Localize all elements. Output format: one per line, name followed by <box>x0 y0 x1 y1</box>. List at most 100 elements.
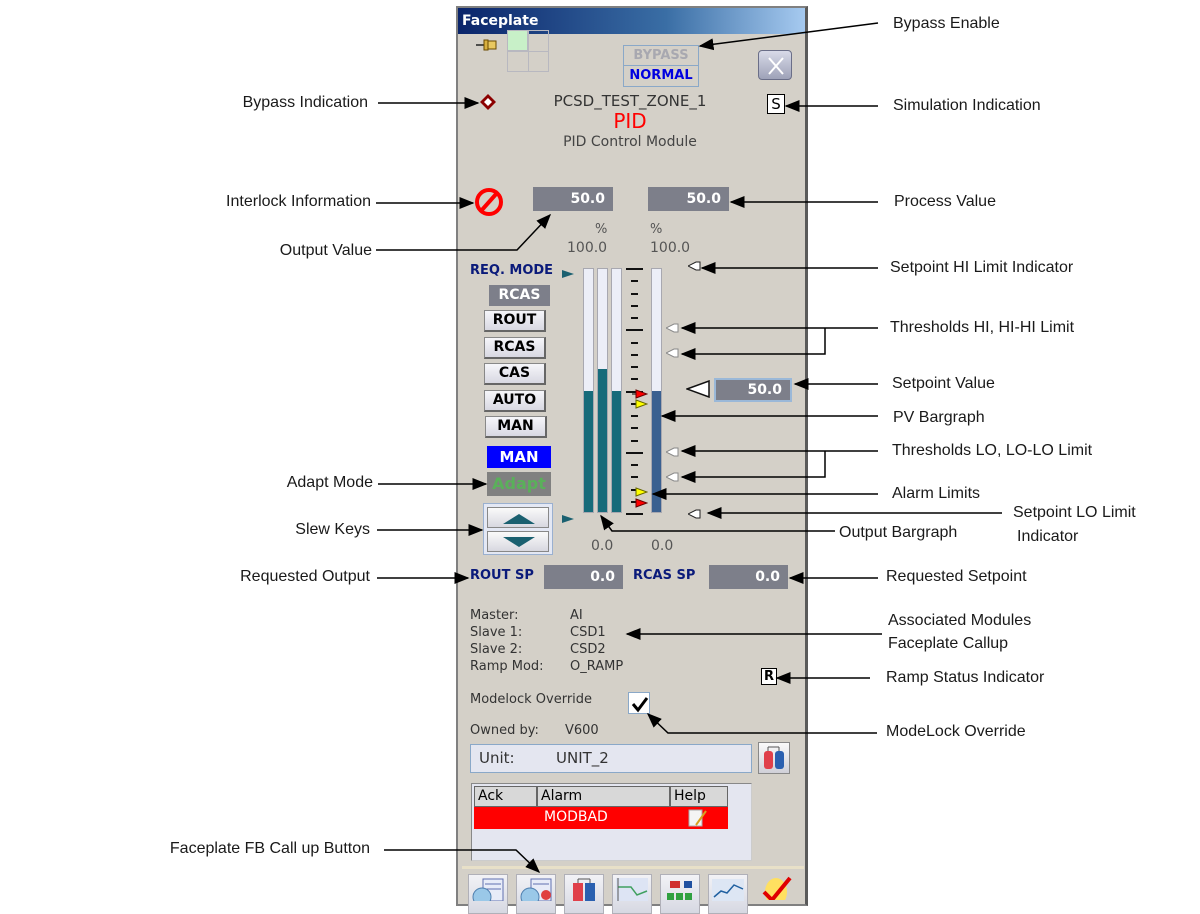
ack-alarm-icon <box>762 876 792 906</box>
callout-adapt-mode: Adapt Mode <box>286 474 373 491</box>
info-label: Master: <box>470 608 519 623</box>
rout-sp-label: ROUT SP <box>470 568 534 583</box>
slew-down-button[interactable] <box>487 531 549 552</box>
scale-tick <box>631 378 638 381</box>
unit-value: UNIT_2 <box>556 749 609 767</box>
rcas-sp-value[interactable]: 0.0 <box>709 565 788 589</box>
chart-button[interactable] <box>708 874 748 914</box>
mode-button-man[interactable]: MAN <box>485 416 547 438</box>
callout-assoc-modules-1: Associated Modules <box>888 612 1032 629</box>
callout-assoc-modules-2: Faceplate Callup <box>888 635 1009 652</box>
slew-up-button[interactable] <box>487 507 549 528</box>
output-bar <box>583 268 594 513</box>
info-label: Slave 2: <box>470 642 523 657</box>
simulation-indicator: S <box>767 94 785 114</box>
unit-faceplate-button[interactable] <box>758 742 790 774</box>
req-mode-value: RCAS <box>489 285 550 306</box>
output-bar <box>597 268 608 513</box>
callout-pv-bargraph: PV Bargraph <box>893 409 985 426</box>
scale-tick <box>631 415 638 417</box>
scale-tick <box>631 317 638 319</box>
modelock-checkbox[interactable] <box>628 692 650 714</box>
callout-alarm-limits: Alarm Limits <box>892 485 981 502</box>
threshold-hihi-icon <box>664 348 680 361</box>
interlock-icon[interactable] <box>473 186 505 218</box>
adapt-mode-indicator: Adapt <box>487 472 551 496</box>
pin-icon[interactable] <box>476 38 498 52</box>
chart-icon <box>712 879 744 901</box>
callout-modelock-override: ModeLock Override <box>886 723 1026 740</box>
bypass-label: BYPASS <box>624 46 698 66</box>
alarm-row[interactable]: MODBAD <box>474 807 728 829</box>
close-button[interactable] <box>758 50 792 80</box>
faceplate-fb-icon <box>520 878 552 907</box>
setpoint-pointer-icon <box>684 379 710 403</box>
trend-icon <box>616 878 648 901</box>
rout-sp-value[interactable]: 0.0 <box>544 565 623 589</box>
mode-button-rcas[interactable]: RCAS <box>484 336 546 359</box>
scale-tick <box>626 268 643 270</box>
unit-box: Unit: UNIT_2 <box>470 744 752 773</box>
checkmark-icon <box>631 697 649 713</box>
alarm-lo-flag-icon <box>632 484 649 502</box>
threshold-lo-icon <box>664 447 680 460</box>
slew-keys <box>483 503 553 555</box>
info-value[interactable]: AI <box>570 608 583 623</box>
scale-tick <box>626 329 643 332</box>
unit-tanks-icon <box>764 746 784 769</box>
alarm-lo-flag-icon <box>632 396 649 414</box>
detail-button[interactable] <box>468 874 508 914</box>
callout-slew-keys: Slew Keys <box>295 521 370 538</box>
callout-process-value: Process Value <box>894 193 996 210</box>
bypass-enable-button[interactable]: BYPASS NORMAL <box>623 45 699 87</box>
info-value[interactable]: O_RAMP <box>570 659 624 674</box>
info-value[interactable]: CSD2 <box>570 642 606 657</box>
ack-alarm-button[interactable] <box>758 874 798 906</box>
rcas-sp-label: RCAS SP <box>633 568 696 583</box>
threshold-hi-icon <box>664 323 680 336</box>
scale-tick <box>631 500 638 503</box>
callout-setpoint-value: Setpoint Value <box>892 375 995 392</box>
triangle-down-icon <box>503 537 535 547</box>
info-value[interactable]: CSD1 <box>570 625 606 640</box>
scale-tick <box>631 476 638 479</box>
scale-tick <box>631 292 638 295</box>
close-icon <box>768 57 784 75</box>
mode-button-cas[interactable]: CAS <box>484 363 546 385</box>
callout-bypass-indication: Bypass Indication <box>242 94 368 111</box>
hierarchy-button[interactable] <box>660 874 700 914</box>
output-lo-marker-icon <box>562 510 574 528</box>
col-help[interactable]: Help <box>670 786 728 807</box>
toolbar-separator <box>462 866 804 869</box>
layout-grid-icon[interactable] <box>507 30 549 72</box>
alarm-hi-flag-icon <box>632 386 649 404</box>
mode-button-rout[interactable]: ROUT <box>484 310 546 332</box>
info-label: Ramp Mod: <box>470 659 544 674</box>
faceplate-fb-button[interactable] <box>516 874 556 914</box>
callout-bypass-enable: Bypass Enable <box>893 15 1000 32</box>
output-hi-marker-icon <box>562 265 574 283</box>
setpoint-value[interactable]: 50.0 <box>714 378 792 402</box>
module-description: PID Control Module <box>563 134 697 150</box>
output-value[interactable]: 50.0 <box>533 187 613 211</box>
module-name: PCSD_TEST_ZONE_1 <box>553 92 707 110</box>
scale-tick <box>631 304 638 307</box>
trend-button[interactable] <box>612 874 652 914</box>
unit-button[interactable] <box>564 874 604 914</box>
callout-interlock-information: Interlock Information <box>226 193 371 210</box>
threshold-lolo-icon <box>664 472 680 485</box>
col-ack[interactable]: Ack <box>474 786 537 807</box>
owned-by-value: V600 <box>565 723 599 738</box>
ramp-status-indicator: R <box>761 668 777 685</box>
pv-unit: % <box>650 222 663 237</box>
output-scale-low: 0.0 <box>591 538 614 554</box>
help-note-icon[interactable] <box>688 809 708 832</box>
col-alarm[interactable]: Alarm <box>537 786 670 807</box>
callout-output-value: Output Value <box>279 242 372 259</box>
mode-button-auto[interactable]: AUTO <box>484 389 546 412</box>
pv-scale-high: 100.0 <box>650 240 691 256</box>
callout-sp-lo-limit-1: Setpoint LO Limit <box>1013 504 1136 521</box>
callout-sp-lo-limit-2: Indicator <box>1017 528 1079 545</box>
scale-tick <box>626 513 643 515</box>
scale-tick <box>626 390 643 393</box>
